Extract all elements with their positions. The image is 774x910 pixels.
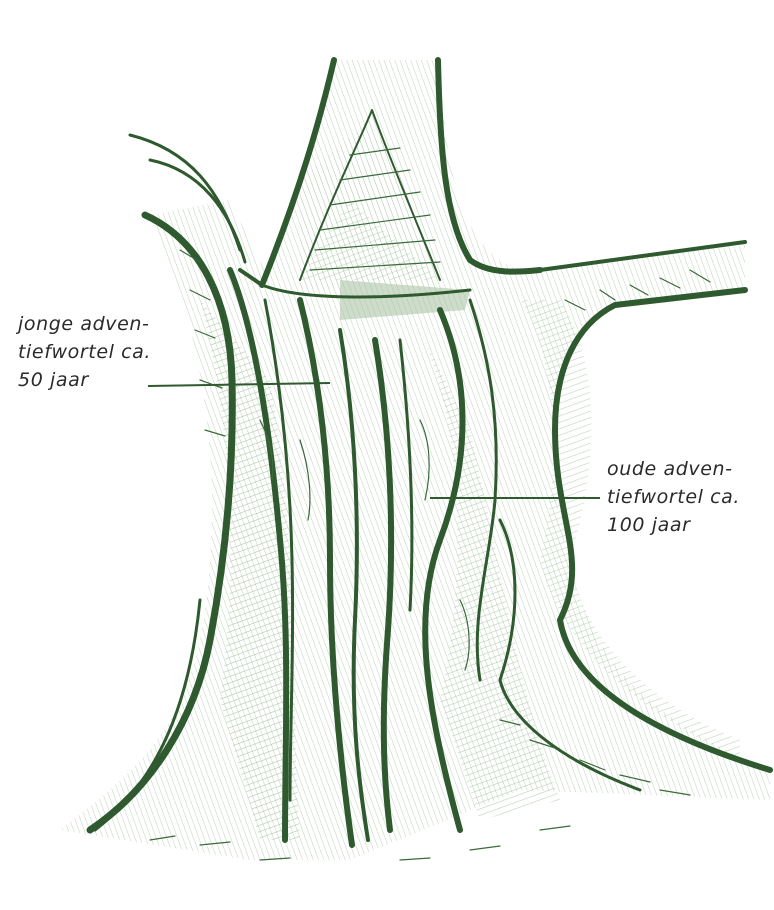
label-young-adventitious-root: jonge adven- tiefwortel ca. 50 jaar (18, 310, 151, 394)
label-young-root-line-3: 50 jaar (18, 366, 151, 394)
label-old-root-line-2: tiefwortel ca. (607, 483, 740, 511)
label-old-root-line-3: 100 jaar (607, 511, 740, 539)
label-old-root-line-1: oude adven- (607, 455, 740, 483)
label-young-root-line-1: jonge adven- (18, 310, 151, 338)
label-young-root-line-2: tiefwortel ca. (18, 338, 151, 366)
label-old-adventitious-root: oude adven- tiefwortel ca. 100 jaar (607, 455, 740, 539)
